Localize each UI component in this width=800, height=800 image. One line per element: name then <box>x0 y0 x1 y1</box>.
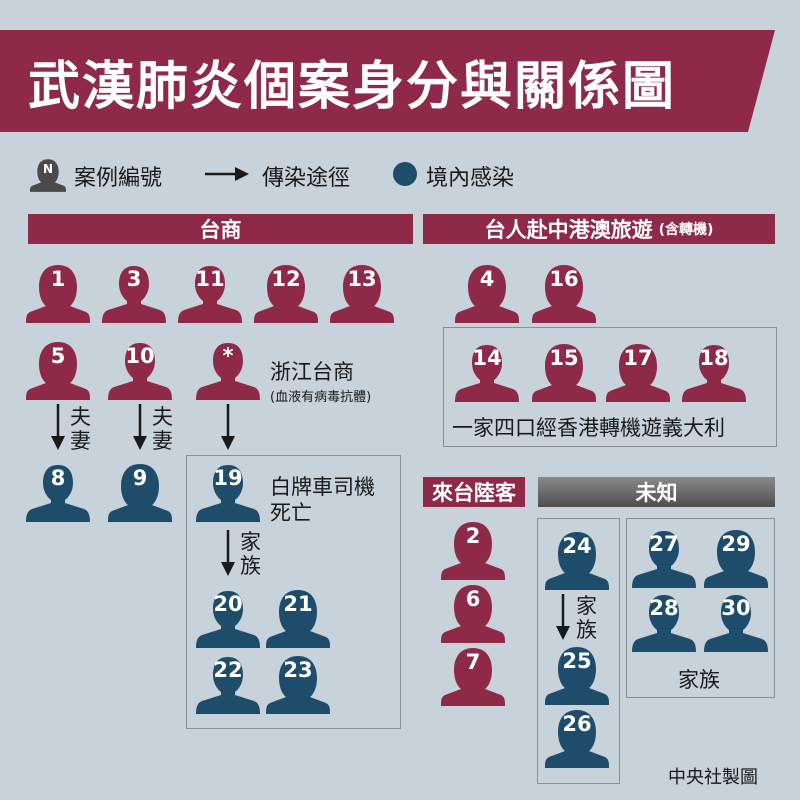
label-zhejiang-note: (血液有病毒抗體) <box>270 390 372 405</box>
person-silhouette-icon <box>441 648 505 706</box>
case-14-figure: 14 <box>455 342 519 402</box>
person-silhouette-icon <box>704 530 768 588</box>
section-unknown: 未知 <box>538 477 775 507</box>
case-5-figure: 5 <box>26 340 90 400</box>
label-driver-death: 死亡 <box>270 501 312 525</box>
legend-local-label: 境內感染 <box>426 166 515 191</box>
label-family-24: 家族 <box>576 594 597 642</box>
person-silhouette-icon <box>545 710 609 768</box>
label-family-27-30: 家族 <box>678 668 720 692</box>
group-box-family-of-four <box>443 327 777 447</box>
case-3-figure: 3 <box>102 263 166 323</box>
case-6-figure: 6 <box>441 583 505 643</box>
person-silhouette-icon <box>196 591 260 648</box>
section-travel: 台人赴中港澳旅遊(含轉機) <box>423 214 775 244</box>
arrow-10-to-9 <box>133 404 147 450</box>
person-silhouette-icon <box>532 344 596 402</box>
arrow-19-to-family <box>221 530 235 576</box>
person-silhouette-icon <box>108 343 172 400</box>
case-22-figure: 22 <box>196 654 260 714</box>
legend-case-icon: N <box>30 158 66 192</box>
case-30-figure: 30 <box>704 592 768 652</box>
label-family-19: 家族 <box>240 530 261 578</box>
case-15-figure: 15 <box>532 342 596 402</box>
case-20-figure: 20 <box>196 588 260 648</box>
person-silhouette-icon <box>196 657 260 714</box>
person-silhouette-icon <box>196 343 260 400</box>
case-28-figure: 28 <box>632 592 696 652</box>
case-23-figure: 23 <box>266 654 330 714</box>
person-silhouette-icon <box>632 531 696 588</box>
case-7-figure: 7 <box>441 646 505 706</box>
label-family-of-four: 一家四口經香港轉機遊義大利 <box>452 416 725 440</box>
person-silhouette-icon <box>26 265 90 323</box>
case-9-figure: 9 <box>108 462 172 522</box>
case-4-figure: 4 <box>455 263 519 323</box>
case-17-figure: 17 <box>606 342 670 402</box>
person-silhouette-icon <box>26 342 90 400</box>
person-silhouette-icon <box>545 647 609 705</box>
person-silhouette-icon <box>196 465 260 522</box>
person-silhouette-icon <box>455 265 519 323</box>
credit: 中央社製圖 <box>668 767 758 788</box>
case-26-figure: 26 <box>545 708 609 768</box>
case-29-figure: 29 <box>704 528 768 588</box>
arrow-24-to-25 <box>556 594 570 640</box>
title-banner <box>0 30 775 132</box>
person-silhouette-icon <box>102 266 166 323</box>
person-silhouette-icon <box>108 464 172 522</box>
label-spouse-10-9: 夫妻 <box>152 405 173 453</box>
case-25-figure: 25 <box>545 645 609 705</box>
legend-arrow-icon <box>205 167 249 181</box>
arrow-5-to-8 <box>51 404 65 450</box>
case-1-figure: 1 <box>26 263 90 323</box>
case-27-figure: 27 <box>632 528 696 588</box>
case-8-figure: 8 <box>26 462 90 522</box>
person-silhouette-icon <box>178 266 242 323</box>
case-21-figure: 21 <box>266 588 330 648</box>
label-zhejiang-taishang: 浙江台商 <box>270 360 354 384</box>
label-driver: 白牌車司機 <box>270 475 375 499</box>
section-taishang: 台商 <box>28 214 413 244</box>
page-title: 武漢肺炎個案身分與關係圖 <box>28 57 677 117</box>
person-silhouette-icon <box>330 265 394 323</box>
person-silhouette-icon <box>532 265 596 323</box>
case-19-figure: 19 <box>196 462 260 522</box>
case-2-figure: 2 <box>441 520 505 580</box>
case-zhejiang-figure: * <box>196 340 260 400</box>
arrow-zhejiang-to-19 <box>221 404 235 450</box>
person-silhouette-icon <box>606 344 670 402</box>
person-silhouette-icon <box>26 465 90 522</box>
person-silhouette-icon <box>682 345 746 402</box>
case-12-figure: 12 <box>254 263 318 323</box>
person-silhouette-icon <box>254 265 318 323</box>
case-18-figure: 18 <box>682 342 746 402</box>
case-10-figure: 10 <box>108 340 172 400</box>
person-silhouette-icon <box>266 590 330 648</box>
group-box-driver-family <box>186 455 401 729</box>
person-silhouette-icon <box>441 585 505 643</box>
person-silhouette-icon <box>266 656 330 714</box>
case-24-figure: 24 <box>545 530 609 590</box>
section-mainland: 來台陸客 <box>423 477 525 507</box>
legend-case-label: 案例編號 <box>74 166 163 191</box>
person-silhouette-icon <box>455 345 519 402</box>
group-box-case-24 <box>537 518 620 784</box>
case-13-figure: 13 <box>330 263 394 323</box>
person-silhouette-icon <box>441 522 505 580</box>
person-silhouette-icon <box>545 532 609 590</box>
legend-local-dot-icon <box>393 162 417 186</box>
legend-arrow-label: 傳染途徑 <box>262 166 351 191</box>
label-spouse-5-8: 夫妻 <box>70 405 91 453</box>
case-16-figure: 16 <box>532 263 596 323</box>
case-11-figure: 11 <box>178 263 242 323</box>
person-silhouette-icon <box>704 595 768 652</box>
person-silhouette-icon <box>632 595 696 652</box>
group-box-family-27-30 <box>626 518 775 698</box>
